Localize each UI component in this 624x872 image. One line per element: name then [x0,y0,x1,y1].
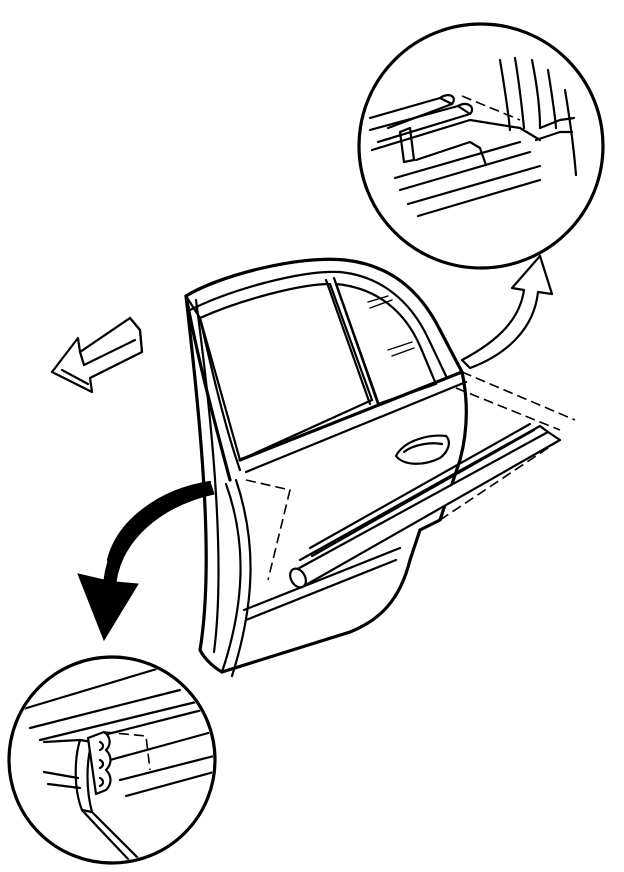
rear-door [184,257,576,678]
lower-pointer-arrow-icon [77,480,215,642]
lower-detail-interior [18,666,213,861]
upper-detail-callout [357,22,605,370]
front-direction-arrow-icon [50,316,144,394]
upper-pointer-arrow-icon [460,254,554,370]
door-handle [394,434,450,465]
lower-detail-circle [7,655,217,865]
lower-detail-callout [7,655,217,865]
upper-detail-interior [368,56,578,218]
upper-detail-circle [357,22,605,270]
